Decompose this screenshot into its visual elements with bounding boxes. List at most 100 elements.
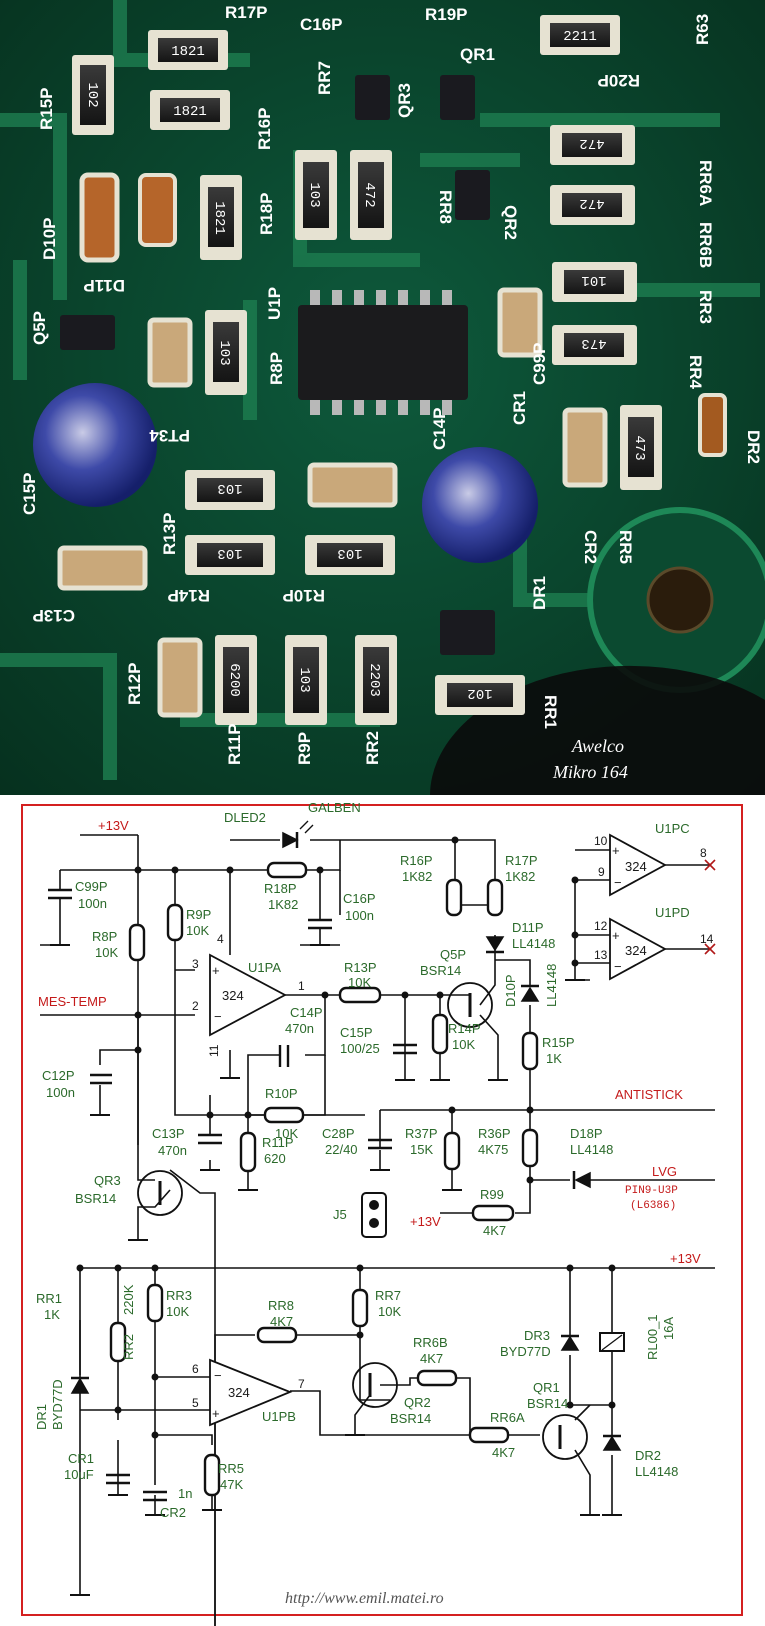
svg-text:470n: 470n — [285, 1021, 314, 1036]
svg-text:RR7: RR7 — [375, 1288, 401, 1303]
svg-text:10uF: 10uF — [64, 1467, 94, 1482]
electrolytic-cap-c14p — [422, 447, 538, 563]
svg-text:RR3: RR3 — [166, 1288, 192, 1303]
svg-text:103: 103 — [296, 667, 312, 692]
svg-text:D18P: D18P — [570, 1126, 603, 1141]
svg-text:R18P: R18P — [264, 881, 297, 896]
svg-text:D10P: D10P — [40, 217, 59, 260]
svg-text:QR3: QR3 — [94, 1173, 121, 1188]
svg-text:C99P: C99P — [75, 879, 108, 894]
svg-text:+: + — [612, 843, 620, 858]
svg-text:R8P: R8P — [267, 352, 286, 385]
svg-text:R10P: R10P — [282, 586, 325, 605]
svg-text:+13V: +13V — [670, 1251, 701, 1266]
svg-text:324: 324 — [625, 943, 647, 958]
svg-text:−: − — [214, 1009, 222, 1024]
svg-text:DR1: DR1 — [530, 576, 549, 610]
svg-text:C14P: C14P — [430, 407, 449, 450]
svg-text:R15P: R15P — [37, 87, 56, 130]
svg-text:C14P: C14P — [290, 1005, 323, 1020]
svg-text:RR1: RR1 — [541, 695, 560, 729]
svg-text:LL4148: LL4148 — [635, 1464, 678, 1479]
svg-text:102: 102 — [467, 685, 492, 701]
svg-text:R17P: R17P — [225, 3, 268, 22]
schematic: +− +− +− −+ +13V M — [21, 800, 743, 1626]
svg-text:C99P: C99P — [530, 342, 549, 385]
svg-text:LL4148: LL4148 — [544, 964, 559, 1007]
svg-text:3: 3 — [192, 957, 199, 971]
svg-text:QR2: QR2 — [404, 1395, 431, 1410]
svg-text:13: 13 — [594, 948, 608, 962]
svg-text:LL4148: LL4148 — [512, 936, 555, 951]
svg-text:BYD77D: BYD77D — [50, 1379, 65, 1430]
svg-text:103: 103 — [216, 340, 232, 365]
svg-text:8: 8 — [700, 846, 707, 860]
svg-text:102: 102 — [84, 82, 100, 107]
svg-text:47K: 47K — [220, 1477, 243, 1492]
svg-text:GALBEN: GALBEN — [308, 800, 361, 815]
svg-text:2203: 2203 — [366, 663, 382, 697]
svg-text:C28P: C28P — [322, 1126, 355, 1141]
svg-text:RR6A: RR6A — [696, 160, 715, 206]
svg-text:R10P: R10P — [265, 1086, 298, 1101]
svg-text:Q5P: Q5P — [440, 947, 466, 962]
svg-text:C13P: C13P — [32, 606, 75, 625]
svg-text:324: 324 — [228, 1385, 250, 1400]
svg-text:R37P: R37P — [405, 1126, 438, 1141]
svg-text:DR2: DR2 — [635, 1448, 661, 1463]
svg-text:103: 103 — [217, 545, 242, 561]
svg-text:R99: R99 — [480, 1187, 504, 1202]
svg-text:CR1: CR1 — [510, 391, 529, 425]
svg-text:1K82: 1K82 — [268, 897, 298, 912]
svg-text:−: − — [214, 1368, 222, 1383]
resistor-symbols — [109, 861, 539, 1497]
svg-text:R63: R63 — [693, 14, 712, 45]
svg-text:CR1: CR1 — [68, 1451, 94, 1466]
svg-text:LL4148: LL4148 — [570, 1142, 613, 1157]
svg-text:DR1: DR1 — [34, 1404, 49, 1430]
schematic-labels: +13V MES-TEMP ANTISTICK LVG PIN9-U3P (L6… — [34, 800, 701, 1607]
svg-text:http://www.emil.matei.ro: http://www.emil.matei.ro — [285, 1590, 444, 1607]
svg-text:−: − — [614, 959, 622, 974]
svg-text:DLED2: DLED2 — [224, 810, 266, 825]
svg-text:U1PA: U1PA — [248, 960, 281, 975]
svg-text:CR2: CR2 — [160, 1505, 186, 1520]
svg-text:D11P: D11P — [512, 920, 544, 935]
svg-text:PT34: PT34 — [149, 426, 190, 445]
svg-text:6: 6 — [192, 1362, 199, 1376]
transistor-bases — [158, 993, 562, 1449]
svg-text:DR2: DR2 — [744, 430, 763, 464]
svg-text:RR8: RR8 — [436, 190, 455, 224]
svg-text:4K7: 4K7 — [270, 1314, 293, 1329]
svg-text:101: 101 — [581, 272, 606, 288]
svg-text:2: 2 — [192, 999, 199, 1013]
svg-text:Q5P: Q5P — [30, 311, 49, 345]
svg-text:5: 5 — [192, 1396, 199, 1410]
svg-text:(L6386): (L6386) — [630, 1200, 676, 1212]
svg-text:10K: 10K — [275, 1126, 298, 1141]
svg-text:324: 324 — [222, 988, 244, 1003]
svg-text:PIN9-U3P: PIN9-U3P — [625, 1185, 678, 1197]
svg-text:R13P: R13P — [344, 960, 377, 975]
svg-text:R16P: R16P — [255, 107, 274, 150]
diode-symbols — [70, 831, 622, 1451]
svg-text:BYD77D: BYD77D — [500, 1344, 551, 1359]
svg-text:R20P: R20P — [597, 71, 640, 90]
svg-text:6200: 6200 — [226, 663, 242, 697]
svg-text:473: 473 — [581, 335, 606, 351]
svg-text:BSR14: BSR14 — [527, 1396, 568, 1411]
svg-text:C15P: C15P — [340, 1025, 373, 1040]
ground-symbols — [50, 944, 622, 1596]
svg-text:472: 472 — [579, 195, 604, 211]
silkscreen-labels: R17P C16P R19P QR1 RR7 QR3 R15P R16P R20… — [20, 3, 763, 765]
svg-text:4K75: 4K75 — [478, 1142, 508, 1157]
svg-text:103: 103 — [306, 182, 322, 207]
svg-text:100n: 100n — [78, 896, 107, 911]
svg-text:BSR14: BSR14 — [390, 1411, 431, 1426]
svg-text:R17P: R17P — [505, 853, 538, 868]
svg-text:220K: 220K — [121, 1284, 136, 1315]
svg-text:10K: 10K — [95, 945, 118, 960]
svg-text:MES-TEMP: MES-TEMP — [38, 994, 107, 1009]
svg-text:4K7: 4K7 — [420, 1351, 443, 1366]
svg-text:16A: 16A — [661, 1317, 676, 1340]
